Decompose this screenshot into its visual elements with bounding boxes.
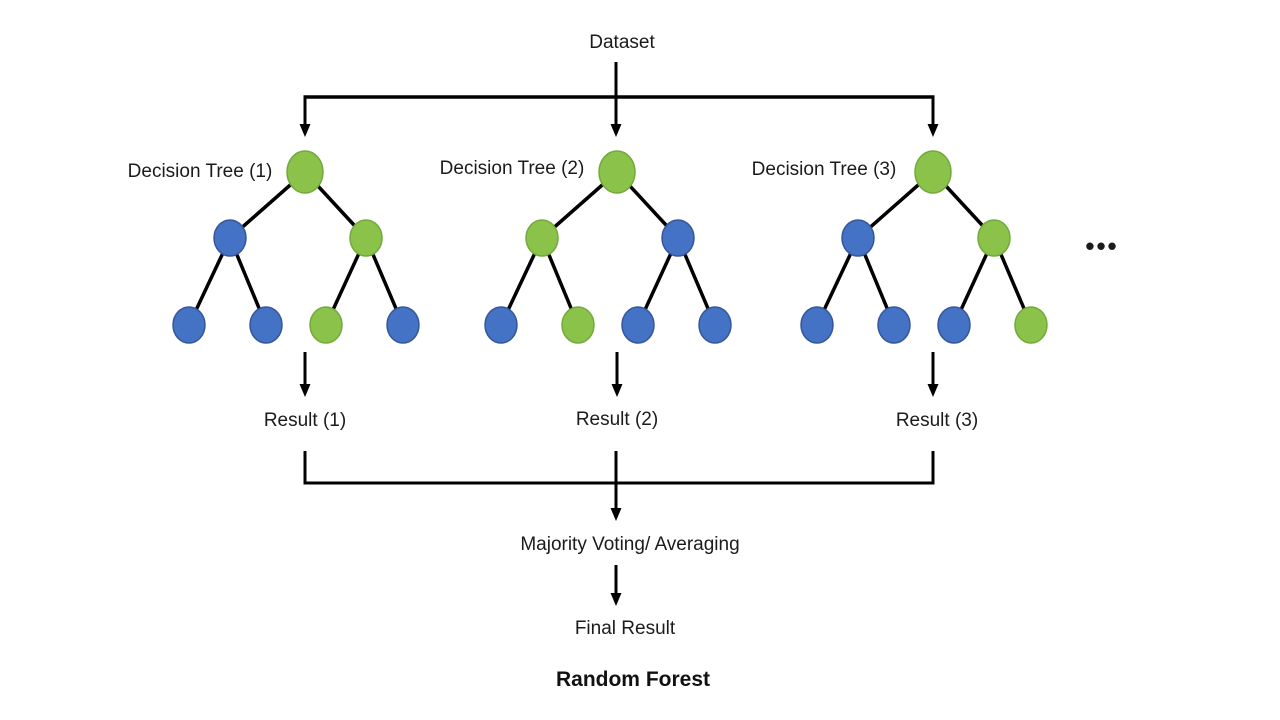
tree-3-leaf-node-blue xyxy=(800,306,834,344)
final-result-label: Final Result xyxy=(574,618,676,639)
more-trees-ellipsis: ••• xyxy=(1085,231,1119,261)
branch-left-arrow-head xyxy=(299,124,311,137)
tree-2-root-node-green xyxy=(598,150,636,194)
branch-right-arrow-head xyxy=(927,124,939,137)
decision-tree-3-graphic xyxy=(800,150,1048,344)
decision-tree-2-label: Decision Tree (2) xyxy=(439,158,585,179)
decision-tree-1-label: Decision Tree (1) xyxy=(127,161,273,182)
tree-3-leaf-node-blue xyxy=(877,306,911,344)
result-2-label: Result (2) xyxy=(575,409,659,430)
tree-2-leaf-node-green xyxy=(561,306,595,344)
tree-1-leaf-node-blue xyxy=(386,306,420,344)
tree-2-leaf-node-blue xyxy=(698,306,732,344)
tree-1-child-node-green xyxy=(349,219,383,257)
result-1-label: Result (1) xyxy=(263,410,347,431)
tree-3-result-arrow-head xyxy=(927,384,939,397)
voting-arrow-head xyxy=(610,508,622,521)
tree-3-child-node-blue xyxy=(841,219,875,257)
final-result-arrow-head xyxy=(610,593,622,606)
diagram-title: Random Forest xyxy=(555,668,710,691)
majority-voting-label: Majority Voting/ Averaging xyxy=(520,534,740,555)
tree-3-leaf-node-blue xyxy=(937,306,971,344)
decision-tree-3-label: Decision Tree (3) xyxy=(751,159,897,180)
decision-tree-2-graphic xyxy=(484,150,732,344)
tree-1-root-node-green xyxy=(286,150,324,194)
tree-1-leaf-node-blue xyxy=(249,306,283,344)
results-bracket xyxy=(303,451,935,485)
dataset-label: Dataset xyxy=(589,32,655,53)
tree-1-leaf-node-green xyxy=(309,306,343,344)
tree-1-child-node-blue xyxy=(213,219,247,257)
tree-1-result-arrow-head xyxy=(299,384,311,397)
tree-3-child-node-green xyxy=(977,219,1011,257)
dataset-arrow-head xyxy=(610,124,622,137)
tree-2-child-node-green xyxy=(525,219,559,257)
tree-2-child-node-blue xyxy=(661,219,695,257)
tree-2-leaf-node-blue xyxy=(484,306,518,344)
tree-1-leaf-node-blue xyxy=(172,306,206,344)
tree-2-result-arrow-head xyxy=(611,384,623,397)
tree-3-root-node-green xyxy=(914,150,952,194)
tree-3-leaf-node-green xyxy=(1014,306,1048,344)
result-3-label: Result (3) xyxy=(895,410,979,431)
tree-2-leaf-node-blue xyxy=(621,306,655,344)
decision-tree-1-graphic xyxy=(172,150,420,344)
